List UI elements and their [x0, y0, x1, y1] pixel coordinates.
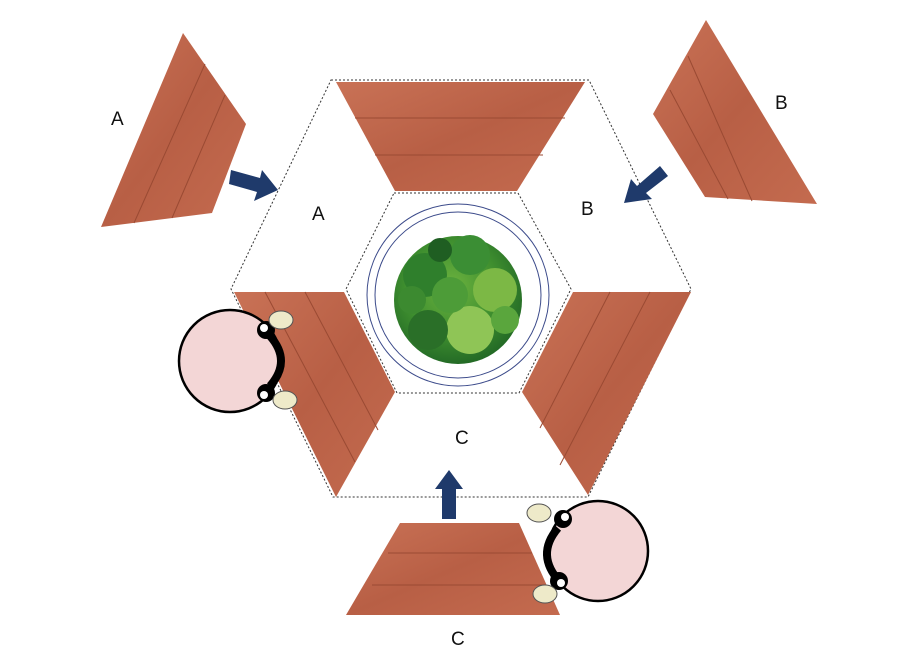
blue-arrow-icon: [435, 470, 463, 519]
blue-arrow-icon: [229, 170, 278, 201]
loose-panel-b: [653, 20, 817, 204]
slot-label-b: B: [581, 199, 594, 220]
bush-icon: [394, 235, 522, 364]
loose-panel-c: [346, 523, 560, 615]
slot-label-a: A: [312, 204, 325, 225]
loose-panel-label-a: A: [111, 109, 124, 130]
installed-panel-right: [522, 291, 691, 495]
person-top-view-icon: [526, 499, 650, 604]
loose-panel-a: [101, 33, 246, 227]
person-top-view-icon: [177, 308, 298, 414]
installed-panel-top: [336, 82, 585, 191]
blue-arrow-icon: [624, 166, 668, 203]
slot-label-c: C: [455, 428, 469, 449]
loose-panel-label-c: C: [451, 629, 465, 650]
loose-panel-label-b: B: [775, 93, 788, 114]
